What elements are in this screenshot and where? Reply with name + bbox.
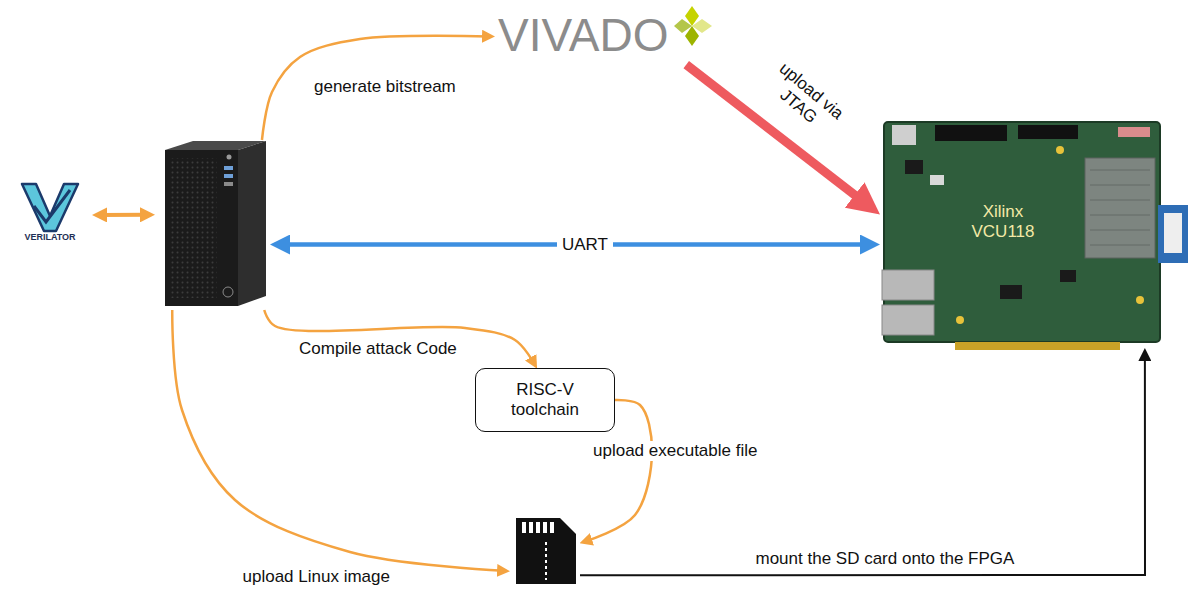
tower-mesh <box>171 158 217 298</box>
sd-dotted-line <box>545 542 547 580</box>
chip <box>1000 285 1022 299</box>
qsfp-cage <box>882 270 934 300</box>
node-label: VIVADO <box>498 10 723 61</box>
verilator-mark <box>22 184 78 231</box>
ethernet-jack <box>892 125 916 145</box>
brand-badge <box>223 287 233 297</box>
marker-dot <box>1136 296 1144 304</box>
fpga-illustration <box>882 122 1188 350</box>
vivado-mark <box>674 6 712 46</box>
sd-body <box>516 518 576 584</box>
usb-port <box>224 166 233 170</box>
qsfp-cage <box>882 305 934 335</box>
chip <box>905 160 923 174</box>
connector-arrow <box>264 310 534 363</box>
connector-arrow <box>100 213 148 217</box>
connector-arrow <box>580 355 1145 576</box>
heatsink-fin <box>1090 170 1150 171</box>
marker-dot <box>956 316 964 324</box>
heatsink-fin <box>1090 200 1150 201</box>
usb-port <box>224 174 233 178</box>
power-button <box>227 155 232 160</box>
switch-block <box>1118 127 1150 137</box>
usb-port <box>224 182 233 186</box>
pc-tower <box>165 141 266 306</box>
heatsink <box>1085 158 1155 258</box>
sd-card-icon <box>516 518 576 584</box>
edge-label: mount the SD card onto the FPGA <box>756 549 1015 569</box>
sd-contact <box>522 522 526 533</box>
connector-arrow <box>172 310 503 571</box>
verilator-logo: VERILATOR <box>12 180 92 250</box>
sd-contact <box>529 522 533 533</box>
heatsink-fin <box>1090 245 1150 246</box>
edge-label: generate bitstream <box>314 77 456 97</box>
heatsink-fin <box>1090 215 1150 216</box>
node-label: VERILATOR <box>12 233 88 243</box>
sd-adapter-slot <box>1164 213 1182 253</box>
connector-arrow <box>262 36 489 140</box>
chip <box>930 175 944 185</box>
sd-card <box>510 514 580 586</box>
host-pc <box>155 140 270 310</box>
header-connector <box>935 125 1007 141</box>
sd-contact <box>536 522 540 533</box>
logo-v <box>22 184 78 231</box>
logo-check <box>34 190 70 222</box>
node-label: RISC-V toolchain <box>489 380 601 421</box>
tower-side <box>238 141 266 306</box>
edge-label: Compile attack Code <box>299 339 457 359</box>
edge-label: upload executable file <box>588 441 762 461</box>
chip <box>1060 270 1076 282</box>
pcie-edge <box>955 342 1120 350</box>
sd-adapter <box>1158 205 1188 263</box>
tower-front <box>165 150 238 306</box>
edge-label: upload Linux image <box>243 567 390 587</box>
heatsink-fin <box>1090 230 1150 231</box>
sd-contact <box>543 522 547 533</box>
edge-label: UART <box>557 235 613 255</box>
fpga-board: Xilinx VCU118 <box>880 118 1188 348</box>
toolchain-box: RISC-V toolchain <box>475 368 615 432</box>
sd-contact <box>550 522 554 533</box>
logo-petal <box>674 19 692 33</box>
node-label: Xilinx VCU118 <box>960 202 1046 243</box>
header-connector <box>1018 125 1078 139</box>
vivado-logo: VIVADO <box>495 8 720 65</box>
marker-dot <box>1056 146 1064 154</box>
heatsink-fin <box>1090 185 1150 186</box>
